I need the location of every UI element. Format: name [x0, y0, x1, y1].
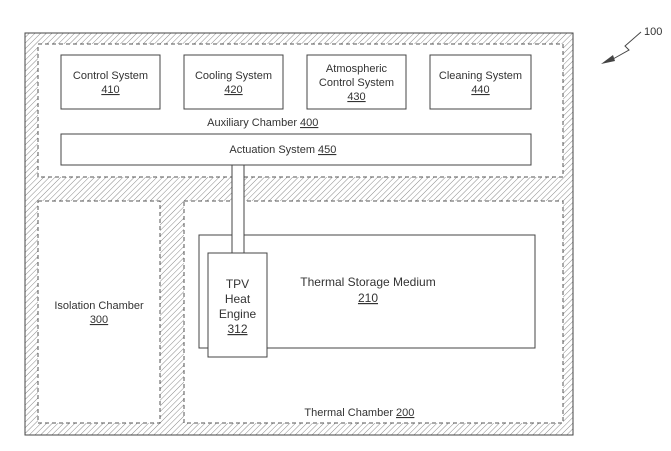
cleaning-system-ref: 440 — [471, 84, 489, 96]
tpv-heat-engine-line1: TPV — [226, 277, 249, 291]
atmospheric-control-system-box — [306, 54, 407, 110]
control-system-ref: 410 — [101, 84, 119, 96]
thermal-storage-medium-label: Thermal Storage Medium — [300, 275, 435, 289]
isolation-chamber — [37, 200, 161, 424]
auxiliary-chamber-ref: 400 — [300, 117, 318, 129]
cooling-system-box — [183, 54, 284, 110]
cleaning-system-label: Cleaning System — [439, 70, 522, 82]
tpv-heat-engine-ref: 312 — [227, 322, 247, 336]
control-system-label: Control System — [73, 70, 148, 82]
tpv-heat-engine-line3: Engine — [219, 307, 257, 321]
cooling-system-label: Cooling System — [195, 70, 272, 82]
actuation-system-box — [60, 133, 532, 166]
actuation-system-ref: 450 — [318, 144, 336, 156]
thermal-chamber-label: Thermal Chamber — [304, 407, 393, 419]
isolation-chamber-ref: 300 — [90, 314, 108, 326]
cooling-system-ref: 420 — [224, 84, 242, 96]
isolation-chamber-label: Isolation Chamber — [54, 300, 144, 312]
cleaning-system-box — [429, 54, 532, 110]
atmospheric-control-system-ref: 430 — [347, 91, 365, 103]
actuation-shaft — [231, 164, 245, 254]
atmospheric-control-system-line1: Atmospheric — [326, 63, 388, 75]
figure-ref-arrow-icon — [601, 31, 642, 64]
auxiliary-chamber-label: Auxiliary Chamber — [207, 117, 297, 129]
control-system-box — [60, 54, 161, 110]
actuation-system-label: Actuation System — [229, 144, 315, 156]
figure-ref-label: 100 — [644, 26, 662, 38]
tpv-heat-engine-box — [207, 252, 268, 358]
thermal-chamber-ref: 200 — [396, 407, 414, 419]
thermal-storage-medium-ref: 210 — [358, 291, 378, 305]
atmospheric-control-system-line2: Control System — [319, 77, 394, 89]
tpv-heat-engine-line2: Heat — [225, 292, 251, 306]
